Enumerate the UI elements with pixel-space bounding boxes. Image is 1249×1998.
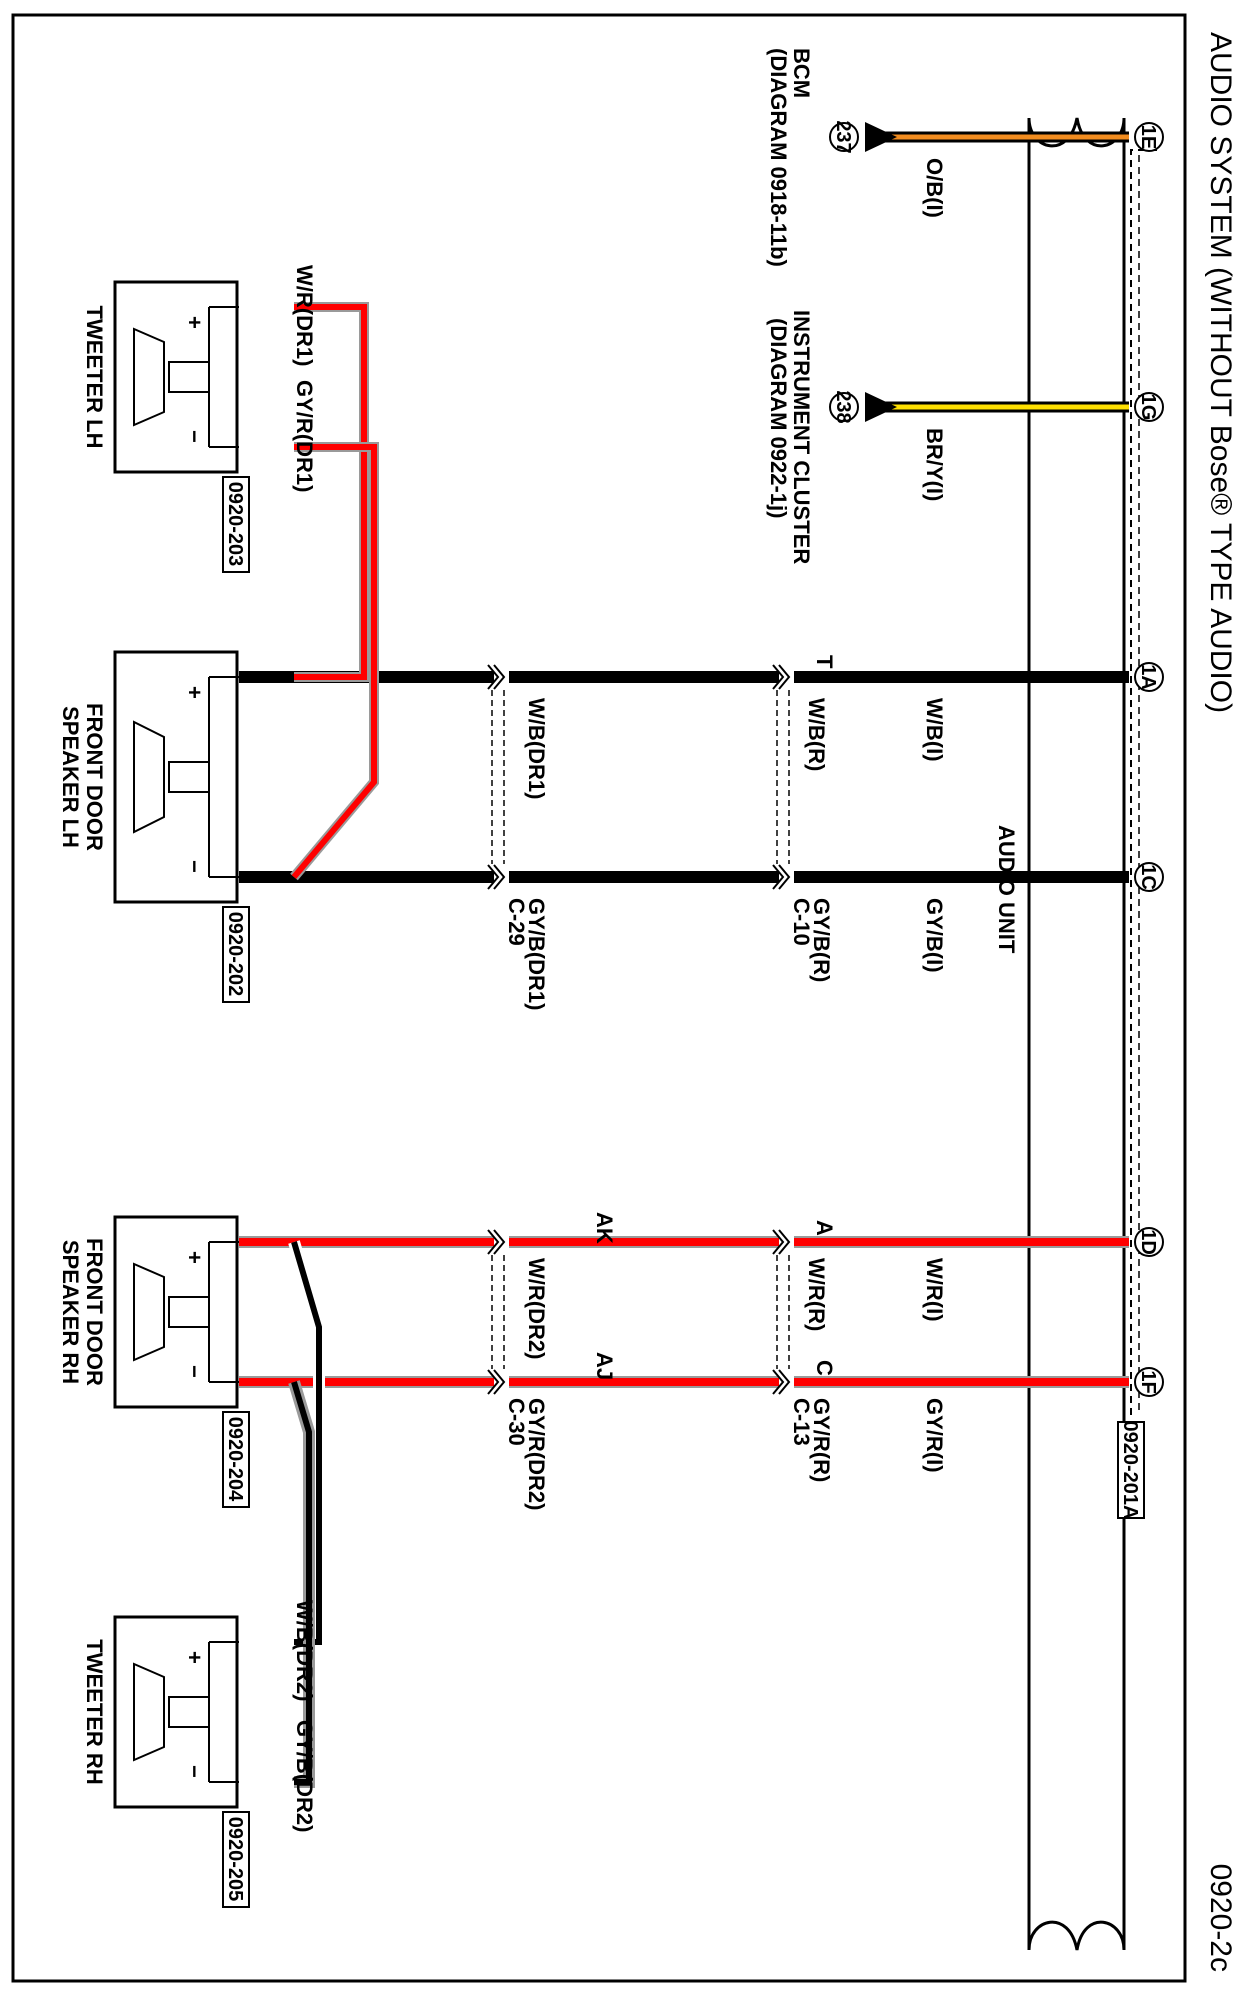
- label-a: A: [812, 1220, 837, 1236]
- audio-unit-connector-box: [1117, 1421, 1145, 1519]
- label-wr-dr2: W/R(DR2): [524, 1258, 549, 1359]
- label-wb-dr1: W/B(DR1): [524, 698, 549, 799]
- tweeter-lh-name: TWEETER LH: [82, 306, 107, 449]
- page-title: AUDIO SYSTEM (WITHOUT Bose® TYPE AUDIO): [1204, 32, 1237, 713]
- front-door-speaker-lh: + − FRONT DOOR SPEAKER LH 0920-202: [58, 650, 250, 1003]
- label-gyb-r: GY/B(R): [809, 898, 834, 982]
- front-rh-connector: 0920-204: [224, 1417, 246, 1502]
- cluster-node: 238: [832, 390, 854, 423]
- front-door-speaker-rh: + − FRONT DOOR SPEAKER RH 0920-204: [58, 1215, 250, 1508]
- tweeter-rh: + − TWEETER RH 0920-205: [82, 1615, 250, 1908]
- bcm-node: 237: [832, 120, 854, 153]
- bcm-wire-group: 1E O/B(I) 237 BCM (DIAGRAM 0918-11b): [766, 48, 1164, 267]
- front-lh-circuit: 1A 1C W/B(I) GY/B(I) T C-10 W/B(R) GY/B(…: [239, 655, 1164, 1010]
- audio-unit-connector: 0920-201A: [1119, 1421, 1141, 1520]
- label-wr-i: W/R(I): [922, 1258, 947, 1322]
- page-number: 0920-2c: [1204, 1864, 1237, 1972]
- label-gyb-dr2: GY/B(DR2): [292, 1720, 317, 1832]
- label-wb-r: W/B(R): [804, 698, 829, 771]
- cluster-pin: 1G: [1137, 394, 1159, 421]
- tweeter-lh-plus: +: [182, 316, 207, 329]
- audio-unit-label: AUDIO UNIT: [994, 825, 1019, 954]
- cluster-node-circle: [829, 392, 859, 422]
- cluster-wire-group: 1G BR/Y(I) 238 INSTRUMENT CLUSTER (DIAGR…: [766, 310, 1164, 564]
- front-rh-name-1: FRONT DOOR: [82, 1238, 107, 1386]
- label-c29: C-29: [504, 898, 529, 946]
- cluster-pin-circle: [1134, 392, 1164, 422]
- tweeter-lh-minus: −: [182, 430, 207, 443]
- front-rh-circuit: 1D 1F W/R(I) GY/R(I) A C C-13 W/R(R) GY/…: [239, 1212, 1164, 1510]
- page-frame: [11, 13, 1187, 1983]
- bcm-name: BCM: [789, 48, 814, 98]
- audio-unit-dashed-outline: [1130, 149, 1157, 1415]
- label-gyr-i: GY/R(I): [922, 1398, 947, 1473]
- tweeter-lh: + − TWEETER LH 0920-203: [82, 280, 250, 573]
- label-ak: AK: [592, 1212, 617, 1244]
- tweeter-rh-name: TWEETER RH: [82, 1639, 107, 1784]
- front-rh-minus: −: [182, 1365, 207, 1378]
- tweeter-rh-connector: 0920-205: [224, 1817, 246, 1902]
- cluster-wire-label: BR/Y(I): [922, 428, 947, 501]
- label-c: C: [812, 1360, 837, 1376]
- bcm-node-circle: [829, 122, 859, 152]
- pin-1a: 1A: [1137, 664, 1159, 690]
- bcm-wire-label: O/B(I): [922, 158, 947, 218]
- bcm-pin: 1E: [1137, 125, 1159, 149]
- front-lh-minus: −: [182, 860, 207, 873]
- front-lh-connector: 0920-202: [224, 912, 246, 997]
- label-wb-i: W/B(I): [922, 698, 947, 762]
- tweeter-lh-wiring: W/R(DR1) GY/R(DR1): [290, 265, 379, 881]
- label-gyr-dr2: GY/R(DR2): [524, 1398, 549, 1510]
- label-wb-dr2: W/B(DR2): [292, 1600, 317, 1701]
- tweeter-rh-wiring: W/B(DR2) GY/B(DR2): [288, 1240, 325, 1832]
- cluster-ref: (DIAGRAM 0922-1j): [766, 318, 791, 518]
- label-gyr-dr1: GY/R(DR1): [292, 380, 317, 492]
- cluster-name: INSTRUMENT CLUSTER: [789, 310, 814, 564]
- label-wr-dr1: W/R(DR1): [292, 265, 317, 366]
- cluster-arrow: [865, 392, 897, 422]
- bcm-pin-circle: [1134, 122, 1164, 152]
- label-gyr-r: GY/R(R): [809, 1398, 834, 1482]
- bcm-arrow: [865, 122, 897, 152]
- label-gyb-dr1: GY/B(DR1): [524, 898, 549, 1010]
- tweeter-lh-connector: 0920-203: [224, 482, 246, 567]
- bcm-ref: (DIAGRAM 0918-11b): [766, 48, 791, 267]
- front-lh-name-1: FRONT DOOR: [82, 703, 107, 851]
- label-aj: AJ: [592, 1352, 617, 1380]
- label-wr-r: W/R(R): [804, 1258, 829, 1331]
- front-rh-name-2: SPEAKER RH: [58, 1240, 83, 1384]
- front-lh-plus: +: [182, 686, 207, 699]
- pin-1c: 1C: [1137, 864, 1159, 890]
- front-lh-name-2: SPEAKER LH: [58, 706, 83, 848]
- label-t: T: [812, 655, 837, 669]
- tweeter-rh-minus: −: [182, 1765, 207, 1778]
- tweeter-rh-plus: +: [182, 1651, 207, 1664]
- pin-1f: 1F: [1137, 1370, 1159, 1393]
- pin-1d: 1D: [1137, 1229, 1159, 1255]
- label-gyb-i: GY/B(I): [922, 898, 947, 973]
- label-c10: C-10: [789, 898, 814, 946]
- label-c30: C-30: [504, 1398, 529, 1446]
- label-c13: C-13: [789, 1398, 814, 1446]
- front-rh-plus: +: [182, 1251, 207, 1264]
- audio-unit: AUDIO UNIT 0920-201A: [994, 117, 1157, 1951]
